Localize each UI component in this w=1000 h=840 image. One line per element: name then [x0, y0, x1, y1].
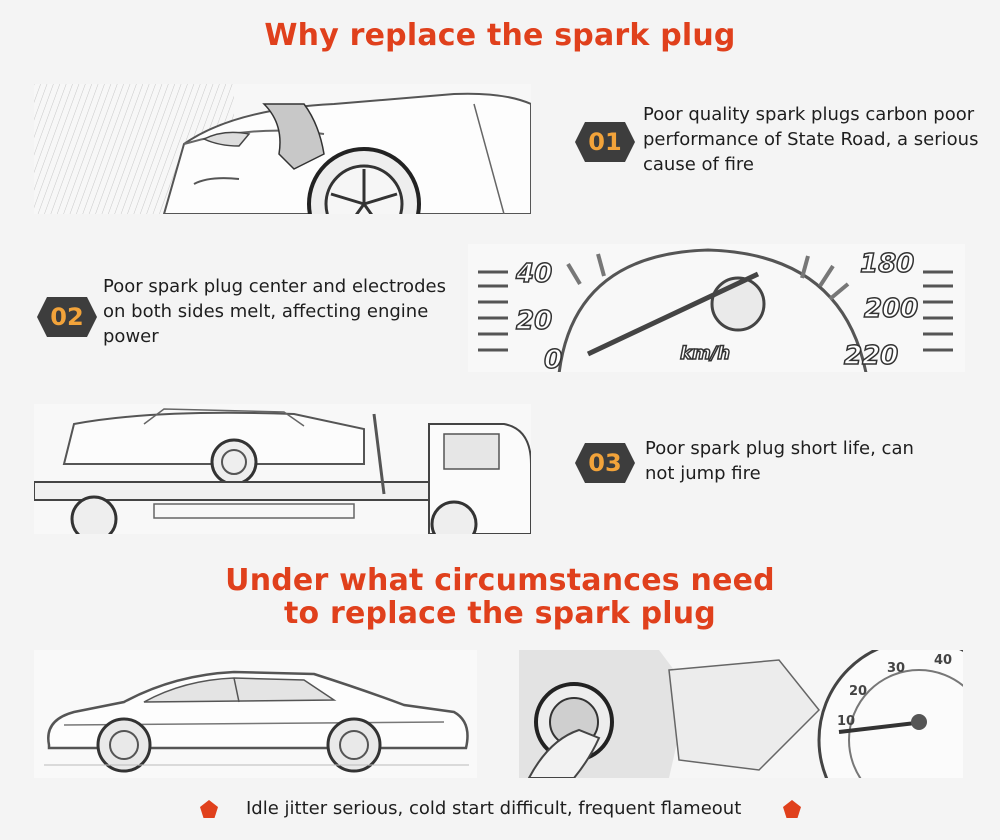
sedan-sketch-image — [34, 650, 477, 778]
reason-line: cause of fire — [643, 154, 754, 175]
car-front-sketch-image — [34, 84, 531, 214]
reason-line: power — [103, 326, 159, 347]
reason-text-01: Poor quality spark plugs carbon poor per… — [643, 102, 978, 177]
pentagon-bullet-icon — [782, 799, 802, 819]
tow-truck-sketch-image — [34, 404, 531, 534]
section-title-when-line1: Under what circumstances need — [225, 563, 775, 598]
reason-number: 03 — [588, 449, 622, 477]
reason-number: 01 — [588, 128, 622, 156]
section-title-when-line2: to replace the spark plug — [284, 596, 716, 631]
speed-label: 220 — [844, 341, 898, 371]
reason-line: on both sides melt, affecting engine — [103, 301, 429, 322]
reason-badge-03: 03 — [575, 443, 635, 483]
speed-unit-label: km/h — [680, 343, 730, 364]
reason-text-03: Poor spark plug short life, can not jump… — [645, 436, 914, 486]
reason-line: performance of State Road, a serious — [643, 129, 979, 150]
speed-label: 180 — [860, 249, 914, 279]
speed-label: 40 — [515, 259, 552, 289]
section-title-why: Why replace the spark plug — [264, 18, 736, 53]
gauge-label: 40 — [934, 653, 952, 668]
pentagon-bullet-icon — [199, 799, 219, 819]
reason-badge-01: 01 — [575, 122, 635, 162]
speed-label: 200 — [864, 294, 918, 324]
reason-line: not jump fire — [645, 463, 761, 484]
reason-line: Poor quality spark plugs carbon poor — [643, 104, 975, 125]
gauge-label: 20 — [849, 684, 867, 699]
footer-symptoms-text: Idle jitter serious, cold start difficul… — [246, 798, 742, 819]
speed-label: 20 — [516, 306, 552, 336]
speedometer-sketch-image: 40 20 0 km/h 180 200 220 — [468, 244, 965, 372]
gauge-label: 10 — [837, 714, 855, 729]
speed-label: 0 — [544, 345, 562, 372]
reason-text-02: Poor spark plug center and electrodes on… — [103, 274, 446, 349]
start-button-gauge-sketch-image: 40 30 20 10 — [519, 650, 963, 778]
reason-number: 02 — [50, 303, 84, 331]
reason-line: Poor spark plug center and electrodes — [103, 276, 446, 297]
reason-badge-02: 02 — [37, 297, 97, 337]
reason-line: Poor spark plug short life, can — [645, 438, 914, 459]
gauge-label: 30 — [887, 661, 905, 676]
